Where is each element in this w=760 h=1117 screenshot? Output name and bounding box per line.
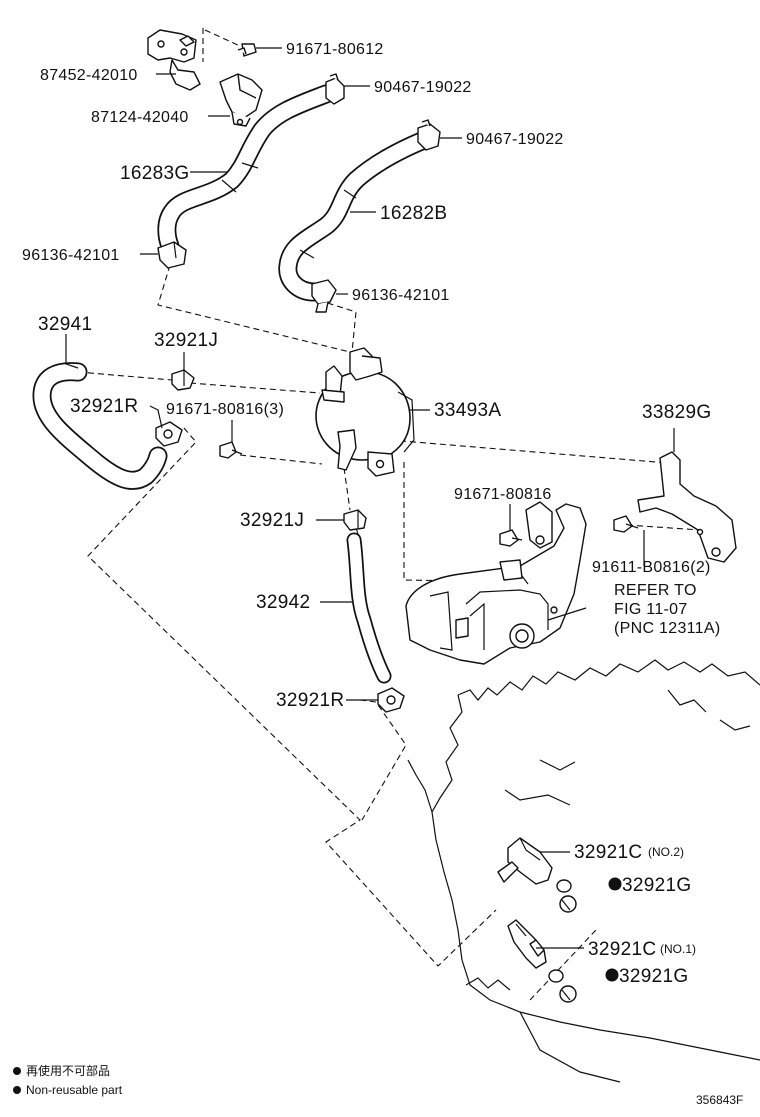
label-90467-19022-a: 90467-19022 [374,79,472,96]
hose-16282B[interactable] [278,130,434,302]
legend-bullet-en [13,1086,21,1094]
label-16283G: 16283G [120,163,189,184]
gasket-32921G-a[interactable] [556,879,577,913]
clamp-96136-42101-a[interactable] [157,241,187,269]
labels: 91671-80612 87452-42010 90467-19022 8712… [22,41,720,987]
bracket-87124-42040[interactable] [219,73,263,127]
legend-text-jp: 再使用不可部品 [26,1063,110,1078]
reference-line-3: (PNC 12311A) [614,620,720,637]
label-32921C-no2-tag: (NO.2) [648,845,684,859]
legend-bullet-jp [13,1067,21,1075]
label-91671-80612: 91671-80612 [286,41,384,58]
hose-32942[interactable] [346,532,392,684]
vacuum-tank-33493A[interactable] [315,347,415,477]
label-32921C-no1-tag: (NO.1) [660,942,696,956]
label-32921R-a: 32921R [70,396,138,417]
label-96136-42101-b: 96136-42101 [352,287,450,304]
label-90467-19022-b: 90467-19022 [466,131,564,148]
label-32921G-b: 32921G [619,966,688,987]
dashed-leaders [77,28,701,1001]
label-91671-80816: 91671-80816 [454,486,552,503]
label-32921G-a: 32921G [622,875,691,896]
label-32942: 32942 [256,592,310,613]
diagram-id: 356843F [696,1093,743,1107]
leader-lines [65,47,675,949]
label-87124-42040: 87124-42040 [91,109,189,126]
clamp-90467-19022-a[interactable] [325,73,345,105]
gasket-32921G-b[interactable] [548,969,577,1003]
reference-line-1: REFER TO [614,582,697,599]
bolt-91671-80816[interactable] [499,529,523,547]
label-87452-42010: 87452-42010 [40,67,138,84]
label-91611-B0816-2: 91611-B0816(2) [592,559,711,576]
hose-32941[interactable] [32,362,168,490]
non-reusable-marker-b [605,968,619,982]
legend: 再使用不可部品 Non-reusable part [13,1063,123,1097]
bolt-91671-80816-3[interactable] [219,441,243,459]
bolt-91671-80612[interactable] [237,43,257,57]
clamp-90467-19022-b[interactable] [417,119,441,151]
clamp-32921R-b[interactable] [377,687,405,713]
label-91671-80816-3: 91671-80816(3) [166,401,284,418]
union-32921C-no1[interactable] [507,919,547,969]
bolt-91611-B0816-2[interactable] [613,515,639,533]
label-32921R-b: 32921R [276,690,344,711]
label-32921C-no2: 32921C [574,842,642,863]
engine-outline [407,659,760,1083]
label-33493A: 33493A [434,400,501,421]
reference-line-2: FIG 11-07 [614,601,688,618]
legend-text-en: Non-reusable part [26,1083,123,1097]
bracket-assembly[interactable] [405,501,587,665]
label-32941: 32941 [38,314,92,335]
union-32921C-no2[interactable] [497,837,553,885]
label-32921J-a: 32921J [154,330,218,351]
label-33829G: 33829G [642,402,711,423]
clamp-32921R-a[interactable] [155,421,183,447]
bracket-33829G[interactable] [637,451,737,563]
label-32921J-b: 32921J [240,510,304,531]
label-16282B: 16282B [380,203,447,224]
hose-16283G[interactable] [157,84,336,256]
label-96136-42101-a: 96136-42101 [22,247,120,264]
label-32921C-no1: 32921C [588,939,656,960]
clamp-32921J-a[interactable] [171,369,195,391]
non-reusable-marker-a [608,877,622,891]
bracket-87452-42010[interactable] [147,29,201,91]
clamp-32921J-b[interactable] [343,509,367,531]
clamp-96136-42101-b[interactable] [311,279,337,313]
